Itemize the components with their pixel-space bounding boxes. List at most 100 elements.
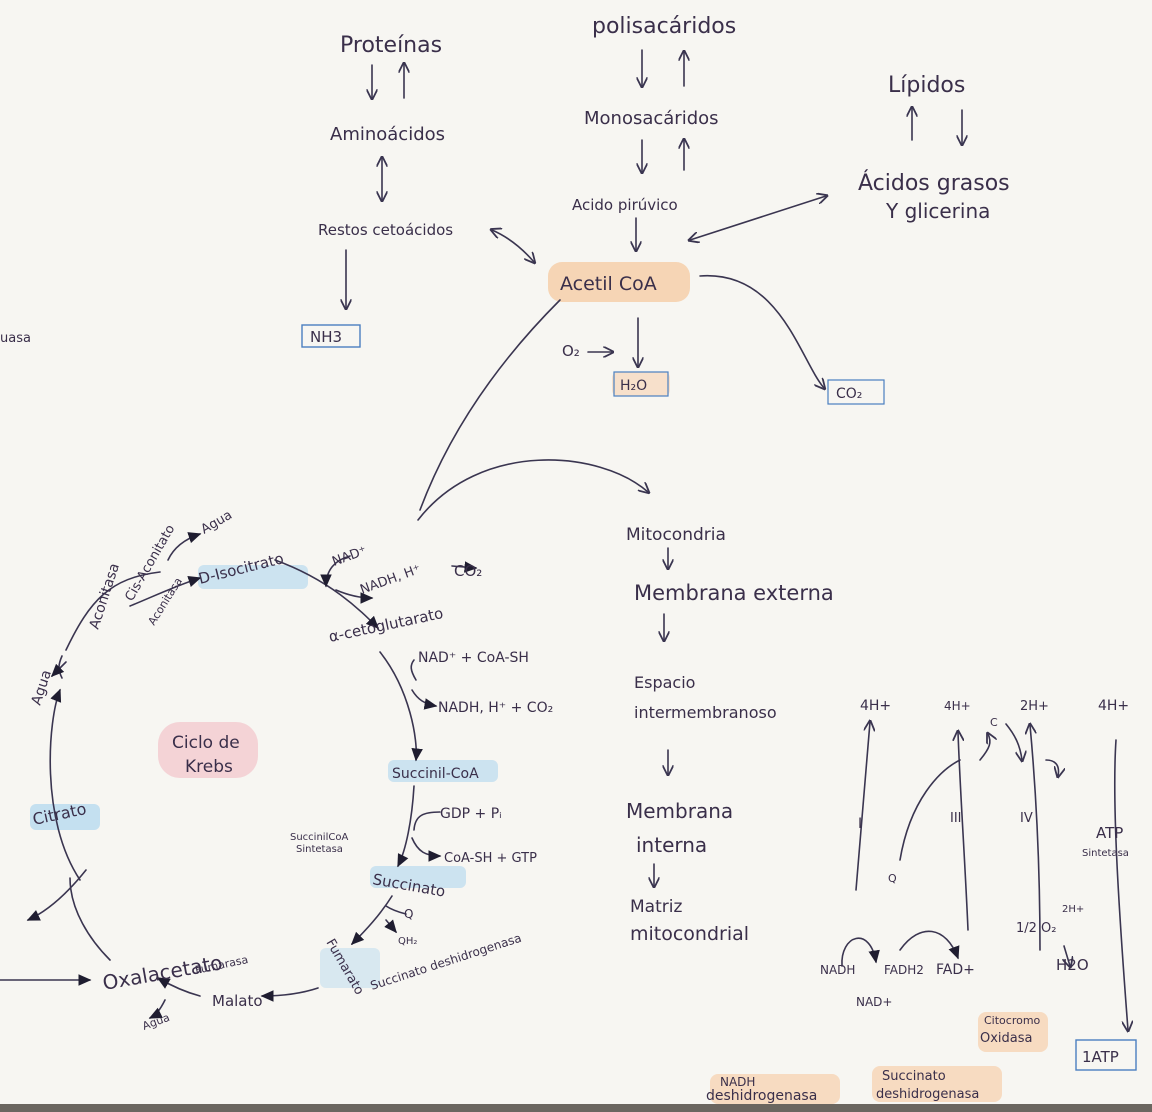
etc-fad-label: FAD+ bbox=[936, 962, 975, 978]
arc-isocitrato bbox=[274, 559, 380, 630]
gdp-label: GDP + Pᵢ bbox=[440, 806, 502, 822]
succ-deshidro-2: deshidrogenasa bbox=[876, 1087, 979, 1102]
agua-left-label: Agua bbox=[29, 668, 55, 707]
etc-2h-label: 2H+ bbox=[1062, 904, 1084, 915]
fadh-loop bbox=[899, 930, 960, 960]
arc-succinil bbox=[397, 785, 415, 868]
q-tick bbox=[385, 905, 407, 915]
aminoacidos-label: Aminoácidos bbox=[330, 124, 445, 145]
qh2-label: QH₂ bbox=[398, 936, 417, 947]
nh3-box bbox=[301, 324, 361, 348]
co2-label: CO₂ bbox=[836, 386, 862, 402]
half-o2-label: 1/2 O₂ bbox=[1016, 921, 1057, 936]
etc-h2o-arrow bbox=[1064, 945, 1070, 966]
etc-arrow-4 bbox=[1030, 725, 1041, 951]
aconitasa-left-label: Aconitasa bbox=[87, 561, 123, 631]
h2o-box bbox=[613, 371, 669, 397]
complex-1-label: I bbox=[858, 816, 862, 832]
complex-3-label: III bbox=[950, 811, 962, 826]
etc-nad-label: NAD+ bbox=[856, 995, 892, 1009]
matriz-2-label: mitocondrial bbox=[630, 923, 749, 945]
etc-c-arrow bbox=[979, 734, 990, 761]
krebs-center-2: Krebs bbox=[185, 757, 233, 777]
nad1-arrow bbox=[320, 555, 351, 588]
espacio-1-label: Espacio bbox=[634, 673, 695, 692]
nadh2-arrow bbox=[411, 689, 438, 710]
etc-q-curve bbox=[899, 759, 961, 861]
etc-fadh2-label: FADH2 bbox=[884, 963, 924, 977]
proteinas-label: Proteínas bbox=[340, 33, 442, 58]
curve-acetil-krebs bbox=[419, 299, 561, 511]
succ-deshidrogenasa-label: Succinato deshidrogenasa bbox=[369, 931, 524, 993]
etc-arrow-1 bbox=[855, 722, 870, 891]
arc-oxal bbox=[69, 877, 111, 961]
etc-q-label: Q bbox=[888, 872, 897, 885]
arc-cis bbox=[129, 576, 202, 607]
isocitrato-highlight bbox=[198, 565, 308, 589]
malato-label: Malato bbox=[212, 992, 263, 1010]
o2-label: O₂ bbox=[562, 342, 580, 360]
piruvico-label: Acido pirúvico bbox=[572, 196, 678, 214]
agua-bottom-label: Agua bbox=[141, 1011, 172, 1033]
succ-deshidro-1: Succinato bbox=[882, 1069, 946, 1084]
agua-top-label: Agua bbox=[199, 508, 235, 538]
etc-c-label: C bbox=[990, 716, 998, 729]
left-out-arrow bbox=[26, 869, 87, 921]
mitocondria-label: Mitocondria bbox=[626, 525, 726, 545]
lipidos-label: Lípidos bbox=[888, 73, 965, 98]
etc-h2o-label: H2O bbox=[1056, 956, 1089, 974]
succinil-label: Succinil-CoA bbox=[392, 766, 479, 782]
aconitasa-inner-label: Aconitasa bbox=[146, 575, 185, 627]
etc-arrow-4b bbox=[1045, 759, 1059, 776]
nad2-tick bbox=[410, 659, 417, 681]
etc-c-to-4 bbox=[1005, 723, 1022, 760]
etc-h4-label: 4H+ bbox=[1098, 698, 1129, 714]
krebs-highlight bbox=[158, 722, 258, 778]
citocromo-1-label: Citocromo bbox=[984, 1014, 1041, 1027]
arrow-restos-acetil bbox=[492, 230, 534, 262]
h2o-highlight bbox=[612, 372, 670, 396]
nadh-deshidro-highlight bbox=[710, 1074, 840, 1104]
arrow-acetil-co2 bbox=[699, 275, 824, 388]
citocromo-highlight bbox=[978, 1012, 1048, 1052]
arc-aceto bbox=[379, 651, 423, 762]
arc-citrato bbox=[49, 688, 81, 881]
photo-bottom-edge bbox=[0, 1104, 1152, 1112]
etc-h2-label: 4H+ bbox=[944, 699, 971, 713]
nadh1-label: NADH, H⁺ bbox=[358, 562, 423, 598]
citrato-highlight bbox=[30, 804, 100, 830]
gdp-tick bbox=[413, 811, 441, 831]
arc-fumarato bbox=[260, 987, 319, 1002]
atp-box-label: 1ATP bbox=[1082, 1048, 1119, 1066]
nh3-label: NH3 bbox=[310, 328, 342, 346]
agua-bottom-arrow bbox=[148, 999, 166, 1019]
fumarato-highlight bbox=[320, 948, 380, 988]
succinilcoa-sintetasa-1: SuccinilCoA bbox=[290, 832, 348, 843]
agua-top-arrow bbox=[167, 532, 202, 561]
h2o-label: H₂O bbox=[620, 378, 647, 394]
etc-arrow-3 bbox=[958, 732, 969, 931]
co2-1-arrow bbox=[451, 561, 478, 573]
citocromo-2-label: Oxidasa bbox=[980, 1031, 1033, 1046]
a-ceto-label: α-cetoglutarato bbox=[327, 604, 445, 646]
nadh1-arrow bbox=[335, 589, 374, 604]
nad1-label: NAD⁺ bbox=[330, 544, 368, 570]
atp-sintetasa-1: ATP bbox=[1096, 824, 1123, 842]
espacio-2-label: intermembranoso bbox=[634, 703, 777, 722]
left-fragment-label: uasa bbox=[0, 331, 31, 346]
nad2-label: NAD⁺ + CoA-SH bbox=[418, 650, 529, 666]
restos-label: Restos cetoácidos bbox=[318, 221, 453, 239]
succ-deshidro-highlight bbox=[872, 1066, 1002, 1102]
succinato-highlight bbox=[370, 866, 466, 888]
atp-box bbox=[1075, 1039, 1137, 1071]
nadh-deshidro-1: NADH bbox=[720, 1075, 755, 1089]
co2-box bbox=[827, 379, 885, 405]
etc-arrow-atp bbox=[1113, 739, 1128, 1030]
agua-left-arrow bbox=[50, 661, 67, 678]
nadh2-label: NADH, H⁺ + CO₂ bbox=[438, 700, 553, 716]
acetil-label: Acetil CoA bbox=[560, 273, 657, 295]
glicerina-label: Y glicerina bbox=[885, 199, 990, 223]
polisacaridos-label: polisacáridos bbox=[592, 14, 736, 39]
complex-4-label: IV bbox=[1020, 811, 1033, 826]
